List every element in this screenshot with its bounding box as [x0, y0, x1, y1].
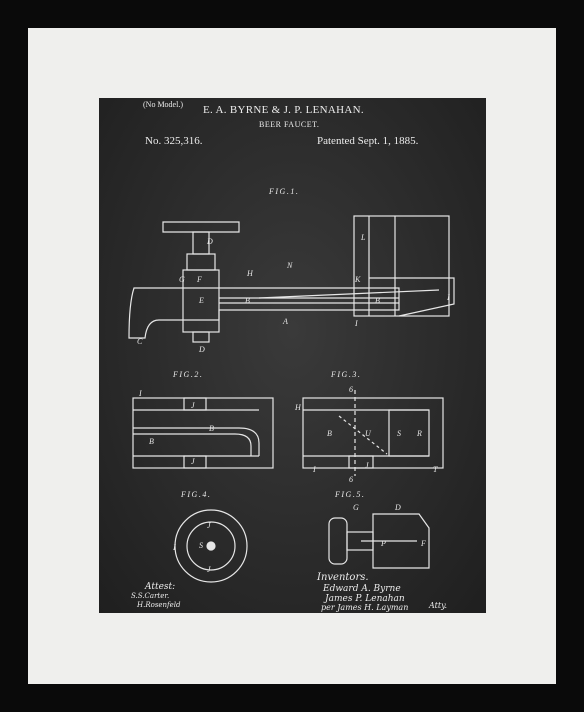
- svg-text:K: K: [354, 275, 361, 284]
- svg-text:J: J: [207, 565, 211, 574]
- svg-text:I: I: [172, 543, 176, 552]
- svg-text:E: E: [198, 296, 204, 305]
- svg-text:S: S: [397, 429, 401, 438]
- svg-text:U: U: [365, 429, 372, 438]
- svg-text:D: D: [394, 503, 401, 512]
- svg-text:D: D: [198, 345, 205, 354]
- fig1-spout: [128, 287, 400, 339]
- svg-text:J: J: [191, 457, 195, 466]
- svg-text:I: I: [354, 319, 358, 328]
- fig1-label: FIG.1.: [269, 187, 300, 196]
- svg-text:B: B: [327, 429, 332, 438]
- svg-text:H: H: [294, 403, 302, 412]
- fig5-knob: [328, 517, 348, 565]
- svg-text:I: I: [138, 389, 142, 398]
- svg-text:6: 6: [349, 385, 353, 394]
- svg-text:F: F: [420, 539, 426, 548]
- svg-text:H: H: [246, 269, 254, 278]
- faucet-drawing: D G F H E B B A C D N K L I I I J B B J: [128, 215, 455, 583]
- svg-text:L: L: [360, 233, 366, 242]
- fig3-label: FIG.3.: [331, 370, 362, 379]
- svg-text:6: 6: [349, 475, 353, 484]
- witness-2: H.Rosenfeld: [137, 601, 181, 609]
- patent-blueprint: (No Model.) E. A. BYRNE & J. P. LENAHAN.…: [99, 98, 486, 613]
- inventors-header: E. A. BYRNE & J. P. LENAHAN.: [203, 104, 364, 116]
- fig2-label: FIG.2.: [173, 370, 204, 379]
- witness-1: S.S.Carter.: [131, 592, 170, 600]
- fig5-label: FIG.5.: [335, 490, 366, 499]
- attorney-signature: per James H. Layman: [321, 603, 409, 612]
- svg-text:J: J: [365, 461, 369, 470]
- svg-text:G: G: [179, 275, 185, 284]
- fig4-label: FIG.4.: [181, 490, 212, 499]
- svg-text:I: I: [312, 465, 316, 474]
- fig1-handle: [162, 221, 240, 233]
- svg-text:P: P: [380, 539, 386, 548]
- svg-text:A: A: [282, 317, 288, 326]
- svg-text:B: B: [375, 296, 380, 305]
- svg-text:I: I: [446, 293, 450, 302]
- svg-text:J: J: [191, 401, 195, 410]
- attest-label: Attest:: [145, 582, 176, 592]
- no-model-label: (No Model.): [143, 100, 183, 109]
- patent-number: No. 325,316.: [145, 135, 203, 147]
- svg-text:C: C: [137, 337, 143, 346]
- svg-text:S: S: [199, 541, 203, 550]
- inventors-label: Inventors.: [317, 572, 369, 583]
- svg-text:G: G: [353, 503, 359, 512]
- svg-text:B: B: [149, 437, 154, 446]
- fig4-disc: [174, 509, 248, 583]
- svg-text:N: N: [286, 261, 293, 270]
- inventor-1-signature: Edward A. Byrne: [323, 584, 401, 594]
- fig2-section: [132, 397, 274, 469]
- svg-text:D: D: [206, 237, 213, 246]
- patent-date: Patented Sept. 1, 1885.: [317, 135, 419, 147]
- inventor-2-signature: James P. Lenahan: [325, 594, 405, 604]
- svg-text:J: J: [207, 521, 211, 530]
- svg-text:B: B: [209, 424, 214, 433]
- attorney-abbrev: Atty.: [429, 601, 448, 610]
- svg-text:F: F: [196, 275, 202, 284]
- svg-text:R: R: [416, 429, 422, 438]
- svg-text:T: T: [433, 465, 438, 474]
- svg-text:B: B: [245, 296, 250, 305]
- patent-title: BEER FAUCET.: [259, 120, 320, 129]
